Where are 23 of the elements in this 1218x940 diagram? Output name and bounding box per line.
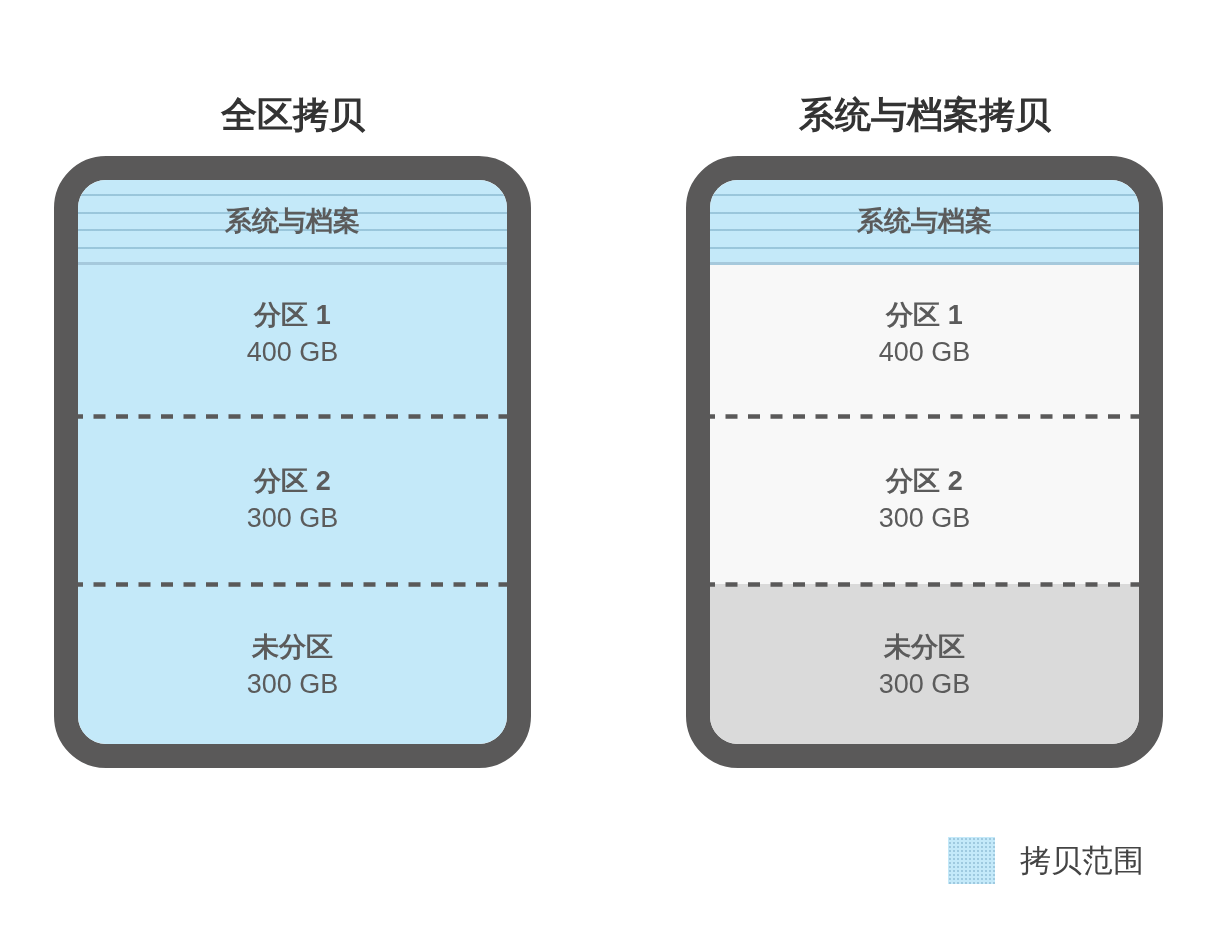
- partition-size: 300 GB: [246, 502, 339, 535]
- partition-band: [710, 180, 1139, 265]
- partition-size: 400 GB: [246, 335, 339, 369]
- disk-title: 系统与档案拷贝: [797, 93, 1052, 137]
- partition-size: 300 GB: [246, 668, 339, 701]
- partition-band: [710, 584, 1139, 744]
- partition-name: 未分区: [884, 631, 965, 664]
- disk-title: 全区拷贝: [219, 93, 366, 137]
- partition-size: 300 GB: [878, 502, 971, 535]
- partition-name: 系统与档案: [225, 204, 360, 238]
- partition-band: [78, 584, 507, 744]
- partition-band: [78, 265, 507, 416]
- partition-name: 未分区: [252, 631, 333, 664]
- partition-band: [78, 180, 507, 265]
- partition-band: [78, 416, 507, 584]
- legend-label: 拷贝范围: [1020, 841, 1144, 880]
- partition-size: 300 GB: [878, 668, 971, 701]
- partition-name: 系统与档案: [857, 204, 992, 238]
- partition-name: 分区 2: [886, 465, 963, 498]
- partition-name: 分区 2: [254, 465, 331, 498]
- partition-size: 400 GB: [878, 335, 971, 369]
- partition-name: 分区 1: [886, 298, 963, 332]
- partition-name: 分区 1: [254, 298, 331, 332]
